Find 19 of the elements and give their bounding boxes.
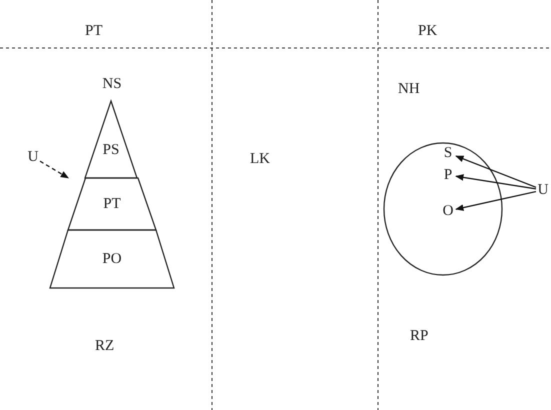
node-label: U [536,181,550,199]
arrow [455,190,536,211]
section-label: LK [250,150,270,168]
node-label: U [26,148,40,166]
node-label: O [440,202,456,220]
arrow [455,156,536,188]
layer-label: PO [101,250,123,268]
layer-label: PS [102,140,120,158]
pyramid-heading: NS [101,75,123,93]
section-label: PK [418,22,438,40]
arrow [40,160,70,179]
layer-label: PT [102,195,122,213]
section-label: RZ [95,337,114,355]
section-label: PT [85,22,103,40]
section-label: NH [398,80,420,98]
arrow [455,174,536,190]
section-label: RP [410,327,428,345]
node-label: S [440,144,456,162]
node-label: P [440,166,456,184]
